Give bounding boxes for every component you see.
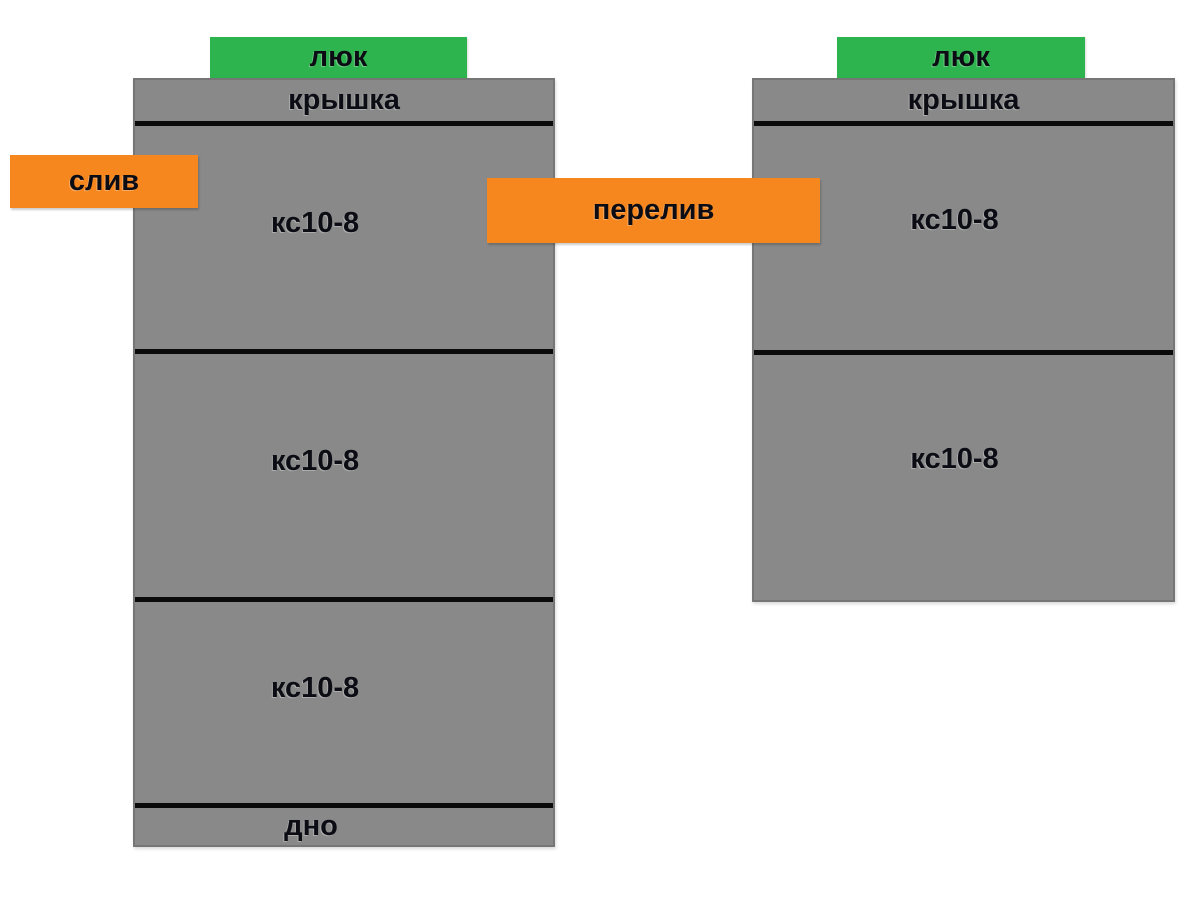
left-tank-ring-3-label: кс10-8 xyxy=(270,672,360,704)
hatch-label-left: люк xyxy=(309,41,368,73)
drain-callout: слив xyxy=(10,155,198,208)
right-tank-ring-1: кс10-8 xyxy=(754,126,1173,350)
right-tank: крышка кс10-8 кс10-8 xyxy=(752,78,1175,602)
left-tank-ring-1: кс10-8 xyxy=(135,126,553,349)
left-tank-ring-2: кс10-8 xyxy=(135,354,553,597)
right-tank-ring-1-label: кс10-8 xyxy=(910,203,999,236)
left-tank-bottom-section: дно xyxy=(135,808,553,844)
hatch-label-right: люк xyxy=(932,41,990,73)
overflow-callout: перелив xyxy=(487,178,820,243)
right-tank-cover-label: крышка xyxy=(907,84,1020,116)
joint-line xyxy=(754,350,1173,355)
joint-line xyxy=(135,803,553,808)
joint-line xyxy=(135,121,553,126)
left-tank-ring-3: кс10-8 xyxy=(135,602,553,803)
right-tank-cover-section: крышка xyxy=(754,80,1173,121)
left-tank-ring-1-label: кс10-8 xyxy=(270,207,360,239)
overflow-label: перелив xyxy=(592,194,715,226)
joint-line xyxy=(754,121,1173,126)
drain-label: слив xyxy=(68,165,140,197)
left-tank-cover-section: крышка xyxy=(135,80,553,121)
joint-line xyxy=(135,349,553,354)
left-tank-ring-2-label: кс10-8 xyxy=(270,445,360,477)
left-tank: крышка кс10-8 кс10-8 кс10-8 дно xyxy=(133,78,555,847)
hatch-badge-left: люк xyxy=(210,37,467,78)
right-tank-ring-2: кс10-8 xyxy=(754,355,1173,600)
right-tank-ring-2-label: кс10-8 xyxy=(910,443,999,475)
hatch-badge-right: люк xyxy=(837,37,1085,78)
left-tank-cover-label: крышка xyxy=(288,84,400,116)
joint-line xyxy=(135,597,553,602)
left-tank-bottom-label: дно xyxy=(284,809,338,842)
